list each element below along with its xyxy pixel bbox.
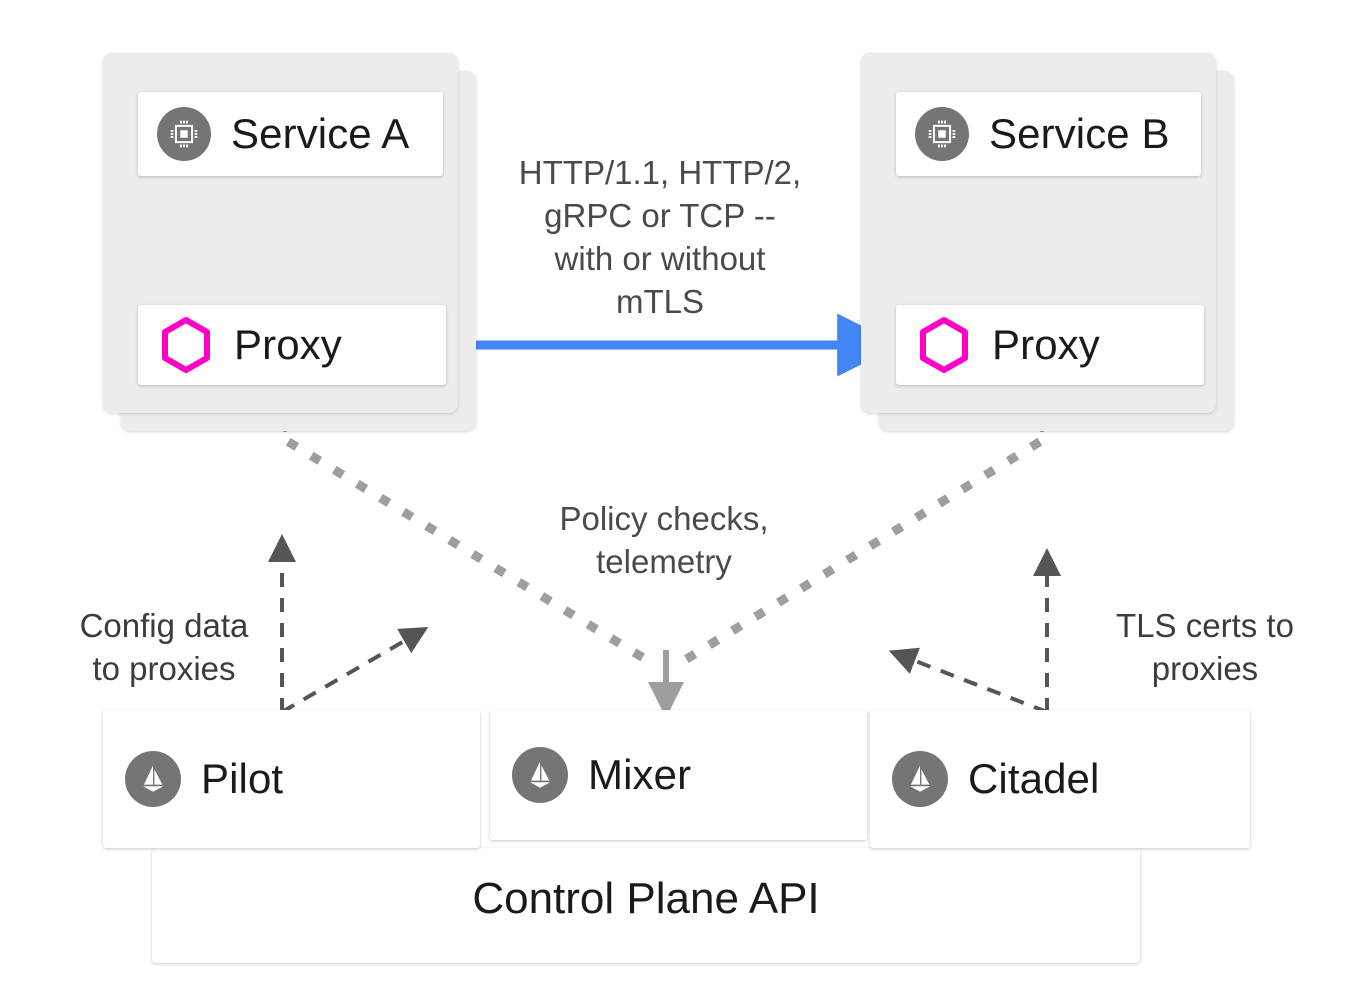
policy-telemetry-annotation: Policy checks, telemetry [559, 500, 769, 580]
dashed-arrow-pilot-diagonal [280, 626, 429, 714]
mixer-box[interactable]: Mixer [490, 710, 867, 840]
service-a-box[interactable]: Service A [138, 92, 443, 176]
pilot-label: Pilot [201, 755, 284, 802]
istio-sail-icon [892, 751, 948, 807]
citadel-box[interactable]: Citadel [870, 710, 1250, 848]
proxy-b-label: Proxy [992, 321, 1100, 368]
istio-sail-icon [125, 751, 181, 807]
hexagon-icon [918, 316, 970, 374]
proxy-a-label: Proxy [234, 321, 342, 368]
service-b-label: Service B [989, 110, 1170, 157]
service-b-box[interactable]: Service B [896, 92, 1201, 176]
citadel-label: Citadel [968, 755, 1100, 802]
protocols-annotation: HTTP/1.1, HTTP/2, gRPC or TCP -- with or… [518, 154, 802, 320]
control-plane-api-box: Control Plane API [152, 848, 1140, 963]
dashed-arrow-citadel-diagonal [888, 647, 1048, 714]
config-data-annotation: Config data to proxies [79, 607, 249, 687]
proxy-b-box[interactable]: Proxy [896, 305, 1204, 385]
control-plane-api-title: Control Plane API [472, 874, 820, 923]
proxy-a-box[interactable]: Proxy [138, 305, 446, 385]
service-a-label: Service A [231, 110, 410, 157]
istio-sail-icon [512, 747, 568, 803]
microchip-icon [915, 107, 969, 161]
mixer-label: Mixer [588, 751, 692, 798]
hexagon-icon [160, 316, 212, 374]
tls-certs-annotation: TLS certs to proxies [1116, 607, 1294, 687]
pilot-box[interactable]: Pilot [103, 710, 480, 848]
microchip-icon [157, 107, 211, 161]
